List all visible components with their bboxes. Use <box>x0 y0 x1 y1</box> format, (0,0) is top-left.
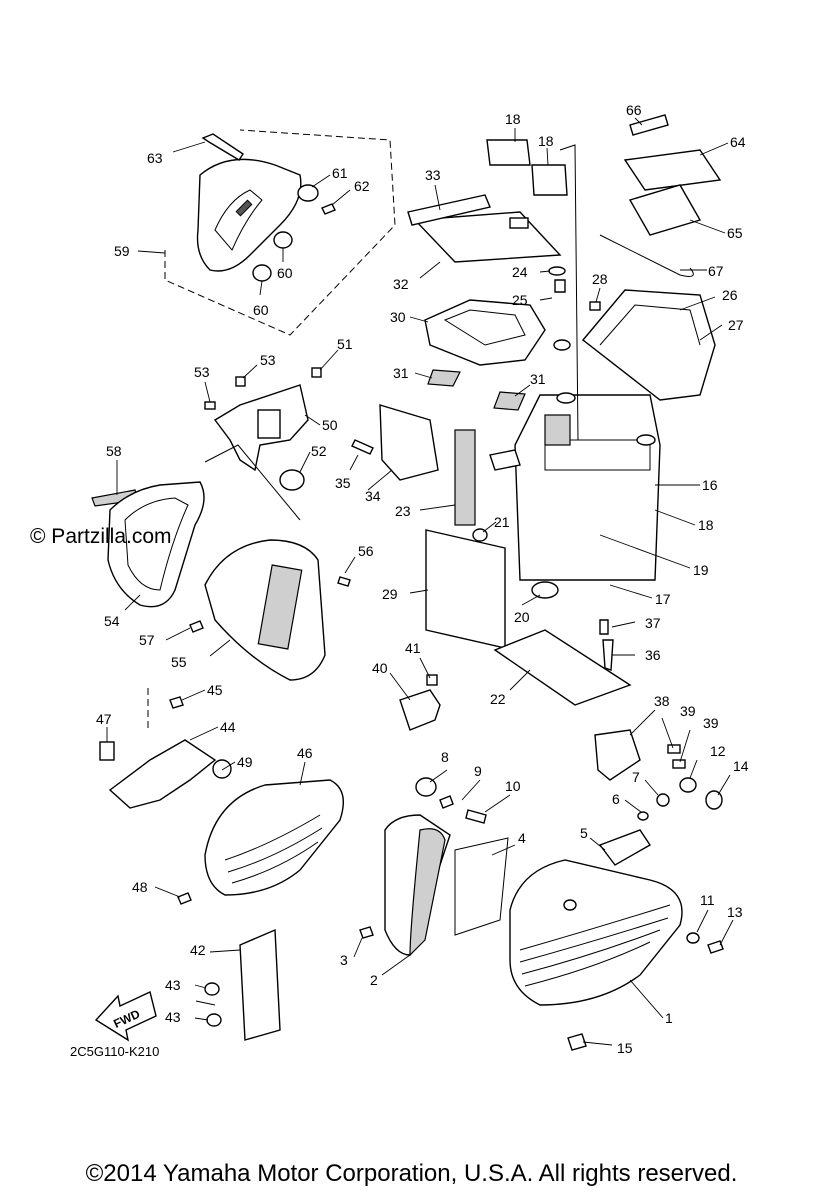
bracket-assembly-group <box>204 367 322 521</box>
callout-44: 44 <box>220 719 236 735</box>
callout-8: 8 <box>441 749 449 765</box>
callout-53-b: 53 <box>194 364 210 380</box>
fwd-arrow: FWD <box>94 991 157 1042</box>
bracket-44-group <box>99 688 232 809</box>
callout-29: 29 <box>382 586 398 602</box>
callout-1: 1 <box>665 1010 673 1026</box>
callout-55: 55 <box>171 654 187 670</box>
callout-31-a: 31 <box>393 365 409 381</box>
callout-22: 22 <box>490 691 506 707</box>
callout-50: 50 <box>322 417 338 433</box>
callout-25: 25 <box>512 292 528 308</box>
callout-39-b: 39 <box>703 715 719 731</box>
callout-27: 27 <box>728 317 744 333</box>
callout-33: 33 <box>425 167 441 183</box>
callout-43-b: 43 <box>165 1009 181 1025</box>
diagram-code: 2C5G110-K210 <box>70 1044 160 1059</box>
callout-18-b: 18 <box>538 133 554 149</box>
cover-46-group <box>177 779 344 905</box>
callout-48: 48 <box>132 879 148 895</box>
callout-2: 2 <box>370 972 378 988</box>
callout-40: 40 <box>372 660 388 676</box>
callout-45: 45 <box>207 682 223 698</box>
callout-64: 64 <box>730 134 746 150</box>
callout-49: 49 <box>237 754 253 770</box>
callout-42: 42 <box>190 942 206 958</box>
battery-box-group <box>351 139 661 706</box>
callout-58: 58 <box>106 443 122 459</box>
callout-32: 32 <box>393 276 409 292</box>
callout-35: 35 <box>335 475 351 491</box>
callout-38: 38 <box>654 693 670 709</box>
callout-18-a: 18 <box>505 111 521 127</box>
callout-36: 36 <box>645 647 661 663</box>
callout-3: 3 <box>340 952 348 968</box>
callout-11: 11 <box>700 892 715 908</box>
callout-15: 15 <box>617 1040 633 1056</box>
callout-37: 37 <box>645 615 661 631</box>
bracket-38-group <box>399 674 723 821</box>
callout-6: 6 <box>612 791 620 807</box>
callout-65: 65 <box>727 225 743 241</box>
callout-10: 10 <box>505 778 521 794</box>
side-cover-left-group <box>91 481 351 681</box>
part-callouts: 1 2 3 4 5 6 7 8 9 10 11 12 13 14 15 16 1… <box>96 102 749 1056</box>
callout-43-a: 43 <box>165 977 181 993</box>
leader-lines <box>106 117 734 1046</box>
callout-51: 51 <box>337 336 353 352</box>
callout-14: 14 <box>733 758 749 774</box>
callout-47: 47 <box>96 711 112 727</box>
callout-53-a: 53 <box>260 352 276 368</box>
callout-19: 19 <box>693 562 709 578</box>
callout-30: 30 <box>390 309 406 325</box>
side-cover-right-group <box>359 777 724 1051</box>
callout-26: 26 <box>722 287 738 303</box>
callout-60-b: 60 <box>277 265 293 281</box>
callout-12: 12 <box>710 743 726 759</box>
callout-66: 66 <box>626 102 642 118</box>
callout-60-a: 60 <box>253 302 269 318</box>
callout-52: 52 <box>311 443 327 459</box>
callout-56: 56 <box>358 543 374 559</box>
callout-28: 28 <box>592 271 608 287</box>
copyright-notice: ©2014 Yamaha Motor Corporation, U.S.A. A… <box>85 1160 738 1187</box>
callout-41: 41 <box>405 640 421 656</box>
callout-16: 16 <box>702 477 718 493</box>
callout-9: 9 <box>474 763 482 779</box>
callout-39-a: 39 <box>680 703 696 719</box>
callout-59: 59 <box>114 243 130 259</box>
bracket-42-group <box>204 928 281 1041</box>
callout-57: 57 <box>139 632 155 648</box>
callout-4: 4 <box>518 830 526 846</box>
callout-24: 24 <box>512 264 528 280</box>
callout-17: 17 <box>655 591 671 607</box>
callout-13: 13 <box>727 904 743 920</box>
callout-63: 63 <box>147 150 163 166</box>
callout-54: 54 <box>104 613 120 629</box>
callout-62: 62 <box>354 178 370 194</box>
callout-46: 46 <box>297 745 313 761</box>
partzilla-watermark: © Partzilla.com <box>30 525 172 548</box>
callout-34: 34 <box>365 488 381 504</box>
callout-21: 21 <box>494 514 510 530</box>
callout-23: 23 <box>395 503 411 519</box>
callout-18-c: 18 <box>698 517 714 533</box>
callout-5: 5 <box>580 825 588 841</box>
callout-20: 20 <box>514 609 530 625</box>
callout-31-b: 31 <box>530 371 546 387</box>
callout-61: 61 <box>332 165 348 181</box>
callout-67: 67 <box>708 263 724 279</box>
callout-7: 7 <box>632 769 640 785</box>
tray-group <box>581 114 722 401</box>
cover-assembly-group <box>164 129 396 336</box>
